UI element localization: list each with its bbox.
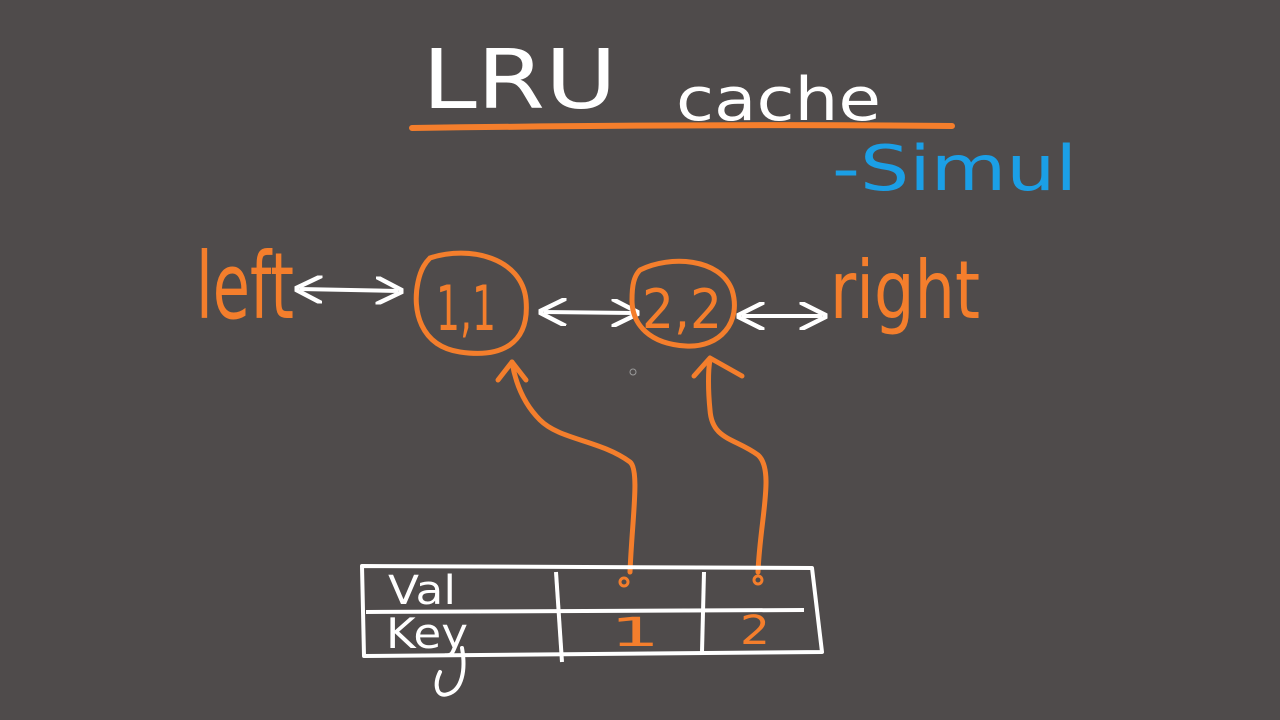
title: LRU cache -Simul (409, 33, 1077, 205)
key-cell-2: 2 (740, 608, 770, 654)
pointer-key1-to-node1 (509, 359, 638, 575)
list-node: 1,1 (413, 250, 529, 356)
subtitle: -Simul (832, 132, 1077, 205)
node-value: 2,2 (642, 278, 722, 341)
pointer-origin-2 (752, 574, 764, 586)
list-node: 2,2 (629, 258, 737, 349)
node-outline (629, 258, 737, 349)
key-cell-1: 1 (610, 610, 660, 656)
table-row-divider (365, 608, 805, 614)
link-arrow-left-node1 (300, 289, 398, 291)
linked-list: left 1,1 2,2 right (196, 233, 980, 356)
cursor-dot (629, 368, 637, 376)
row-label-val: Val (388, 568, 456, 614)
node-outline (413, 250, 529, 356)
pointer-key2-to-node2 (706, 357, 769, 575)
left-sentinel-label: left (196, 233, 294, 340)
pointer-head-node1 (495, 359, 529, 383)
table-col-divider-1 (554, 571, 564, 663)
title-lru: LRU (422, 33, 617, 128)
table-col-divider-2 (700, 571, 706, 653)
title-underline (409, 122, 955, 131)
hashmap-table: Val Key 1 2 (360, 564, 824, 697)
map-pointers (495, 355, 769, 588)
right-sentinel-label: right (830, 244, 980, 337)
row-label-key: Key (386, 609, 468, 658)
link-arrow-node1-node2 (544, 312, 634, 313)
pointer-head-node2 (691, 355, 745, 379)
key-y-tail (434, 646, 466, 697)
node-value: 1,1 (436, 272, 496, 345)
table-outline (360, 564, 824, 658)
pointer-origin-1 (618, 576, 630, 588)
